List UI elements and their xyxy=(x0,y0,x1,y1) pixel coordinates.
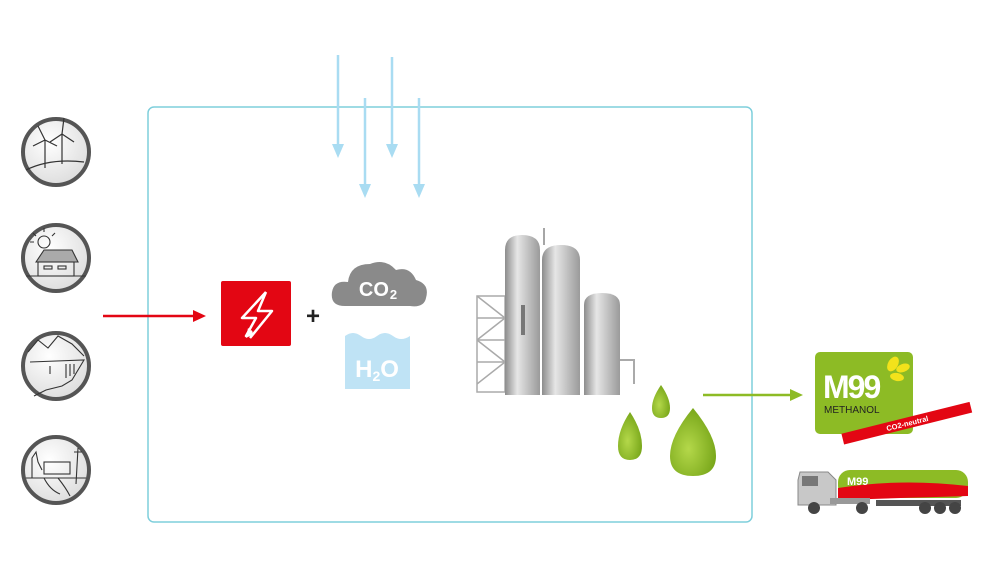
methanol-output-arrow xyxy=(703,389,803,401)
h2o-subscript: 2 xyxy=(372,368,380,384)
hydro-dam-icon xyxy=(27,335,85,397)
truck-brand: M99 xyxy=(847,476,868,488)
co2-cloud-icon: CO2 xyxy=(331,262,427,307)
methanol-label: METHANOL xyxy=(824,405,880,416)
source-hydro xyxy=(21,331,91,401)
m99-methanol-logo: M99 METHANOL CO2-neutral xyxy=(815,352,973,445)
co2-subscript: 2 xyxy=(390,287,397,302)
process-frame xyxy=(147,106,753,523)
air-capture-arrows xyxy=(332,55,425,198)
svg-text:H2O: H2O xyxy=(355,356,399,384)
power-plant-icon xyxy=(26,447,86,497)
svg-text:CO2: CO2 xyxy=(359,279,397,302)
wind-turbines-icon xyxy=(25,117,85,171)
tanker-truck-icon: M99 xyxy=(797,470,968,514)
source-power-plant xyxy=(21,435,91,505)
plus-sign: + xyxy=(306,303,320,330)
electricity-icon xyxy=(221,281,291,346)
solar-house-icon xyxy=(26,228,86,277)
m99-brand: M99 xyxy=(823,369,880,405)
h2o-h: H xyxy=(355,356,372,383)
methanol-drops-icon xyxy=(618,385,716,476)
source-solar xyxy=(21,223,91,293)
electricity-input-arrow xyxy=(103,310,206,322)
h2o-o: O xyxy=(380,356,399,383)
methanol-plant-icon xyxy=(476,228,635,395)
h2o-water-icon: H2O xyxy=(345,333,410,389)
leaf-icon xyxy=(887,356,910,382)
source-wind xyxy=(21,117,91,187)
co2-label: CO xyxy=(359,279,389,301)
